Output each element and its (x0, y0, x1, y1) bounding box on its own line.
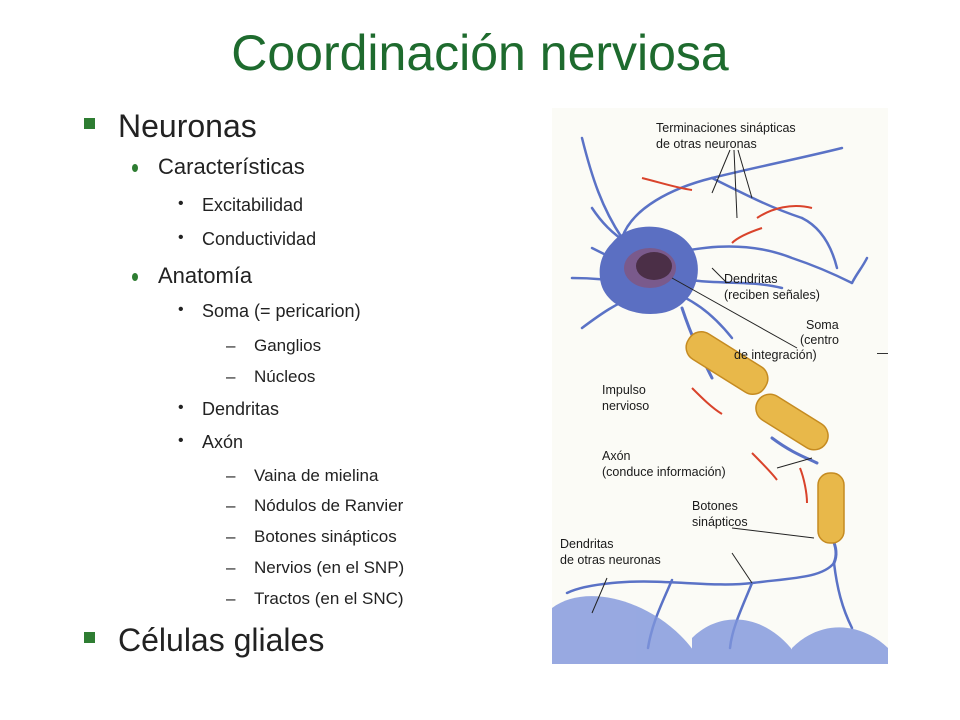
dash-bullet: – (226, 466, 236, 485)
bullet-text: Dendritas (202, 399, 280, 419)
square-bullet-icon (84, 632, 95, 643)
bullet-text: Nervios (en el SNP) (254, 558, 405, 577)
neuron-illustration: Terminaciones sinápticas de otras neuron… (552, 108, 888, 664)
soma-shape (599, 226, 698, 314)
bullet-text: Soma (= pericarion) (202, 301, 361, 321)
bullet-text: Nódulos de Ranvier (254, 496, 404, 515)
bullet-text: Neuronas (118, 108, 257, 144)
bullet-dot: • (178, 229, 184, 246)
label-soma: de integración) (734, 348, 817, 362)
dash-bullet: – (226, 558, 236, 577)
dash-bullet: – (226, 527, 236, 546)
bullet-text: Axón (202, 432, 244, 452)
dash-bullet: – (226, 367, 236, 386)
dendrite-branch (580, 136, 624, 240)
bullet-text: Anatomía (158, 263, 253, 288)
label-dendritas: Dendritas (724, 272, 778, 286)
bullet-text: Conductividad (202, 229, 317, 249)
dash-bullet: – (226, 589, 236, 608)
label-botones: Botones (692, 499, 738, 513)
dash-bullet: – (226, 496, 236, 515)
label-impulso: nervioso (602, 399, 649, 413)
square-bullet-icon (84, 118, 95, 129)
label-soma: Soma (806, 318, 839, 332)
label-axon: Axón (602, 449, 631, 463)
neuron-diagram: Terminaciones sinápticas de otras neuron… (552, 121, 888, 664)
bullet-dot: • (178, 399, 184, 416)
label-dendritas-otras: de otras neuronas (560, 553, 661, 567)
bullet-text: Botones sinápticos (254, 527, 397, 546)
bullet-text: Células gliales (118, 622, 325, 658)
bullet-dot: • (178, 301, 184, 318)
myelin-segment (685, 330, 769, 396)
bullet-dot: • (178, 432, 184, 449)
bullet-text: Núcleos (254, 367, 316, 386)
dot-bullet-icon (132, 164, 138, 172)
label-terminaciones: Terminaciones sinápticas (656, 121, 796, 135)
label-botones: sinápticos (692, 515, 748, 529)
label-axon: (conduce información) (602, 465, 726, 479)
label-impulso: Impulso (602, 383, 646, 397)
bullet-text: Excitabilidad (202, 195, 304, 215)
label-dendritas-otras: Dendritas (560, 537, 614, 551)
myelin-segment (817, 472, 845, 544)
slide-title: Coordinación nerviosa (231, 25, 729, 81)
dot-bullet-icon (132, 273, 138, 281)
bullet-text: Vaina de mielina (254, 466, 379, 485)
edge-tick (877, 353, 888, 354)
myelin-segment (755, 393, 829, 451)
label-terminaciones: de otras neuronas (656, 137, 757, 151)
bullet-text: Características (158, 154, 305, 179)
bullet-text: Ganglios (254, 336, 322, 355)
bullet-text: Tractos (en el SNC) (254, 589, 404, 608)
bullet-dot: • (178, 195, 184, 212)
dash-bullet: – (226, 336, 236, 355)
label-soma: (centro (800, 333, 839, 347)
label-dendritas: (reciben señales) (724, 288, 820, 302)
